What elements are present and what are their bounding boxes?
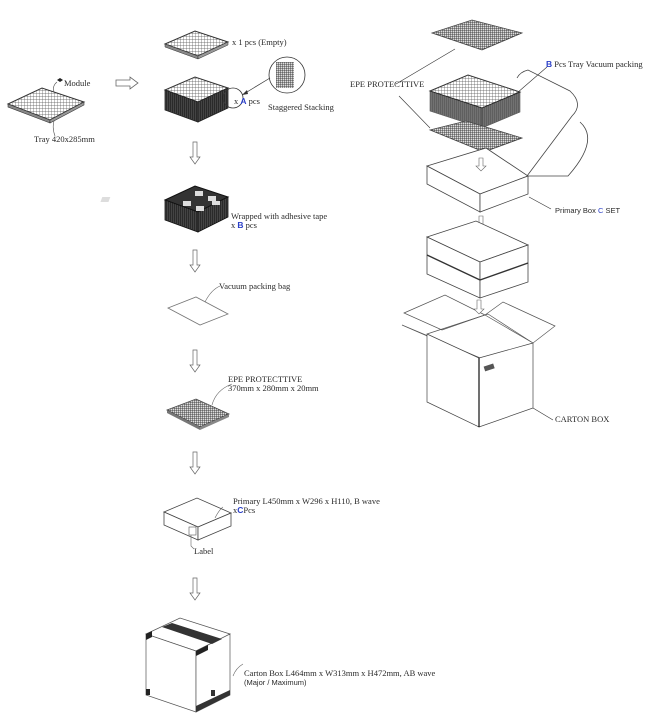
staggered-stacking-detail xyxy=(222,56,306,109)
qty-prefix: x xyxy=(231,220,238,230)
epe-leaders xyxy=(395,48,548,129)
exploded-epe-label: EPE PROTECTTIVE xyxy=(350,79,425,89)
stacked-trays-illustration xyxy=(163,76,230,123)
tray-leader xyxy=(52,120,56,137)
flow-arrow-down xyxy=(189,349,201,373)
epe-sheet-label: EPE PROTECTTIVE 370mm x 280mm x 20mm xyxy=(228,375,319,393)
module-icon xyxy=(53,78,63,93)
carton-box-illustration xyxy=(145,617,244,713)
tray-pack-text: Pcs Tray Vacuum packing xyxy=(552,59,643,69)
primary-box-label: Primary L450mm x W296 x H110, B wave xCP… xyxy=(233,497,380,515)
primary-box-closed-stack xyxy=(425,215,530,299)
epe-title: EPE PROTECTTIVE xyxy=(228,374,303,384)
tray-vacuum-pack-illustration xyxy=(428,74,522,129)
primary-box-illustration xyxy=(162,497,233,550)
carton-box-spec: Carton Box L464mm x W313mm x H472mm, AB … xyxy=(244,668,436,678)
empty-tray-label: x 1 pcs (Empty) xyxy=(232,37,287,47)
flow-arrow-right xyxy=(115,76,139,90)
empty-tray-illustration xyxy=(163,30,230,60)
qty-suffix: Pcs xyxy=(243,505,256,515)
module-label: Module xyxy=(64,78,91,88)
taped-stack-illustration xyxy=(100,185,230,233)
carton-box-spec-label: Carton Box L464mm x W313mm x H472mm, AB … xyxy=(244,668,436,688)
flow-arrow-down xyxy=(189,141,201,165)
variable-a: A xyxy=(240,96,247,106)
variable-b: B xyxy=(237,220,244,230)
primary-box-set-suffix: SET xyxy=(603,206,621,215)
primary-box-spec: Primary L450mm x W296 x H110, B wave xyxy=(233,496,380,506)
primary-box-open-illustration xyxy=(425,69,588,213)
epe-bottom-sheet xyxy=(428,120,524,153)
tray-vacuum-pack-label: B Pcs Tray Vacuum packing xyxy=(546,60,643,69)
taped-stack-qty: x B pcs xyxy=(231,221,327,230)
carton-box-open-illustration xyxy=(401,294,556,428)
flow-arrow-down xyxy=(189,451,201,475)
label-callout: Label xyxy=(194,546,214,556)
qty-suffix: pcs xyxy=(246,96,260,106)
tray-illustration xyxy=(6,87,86,124)
qty-suffix: pcs xyxy=(243,220,257,230)
variable-b: B xyxy=(546,59,553,69)
carton-box-note: (Major / Maximum) xyxy=(244,678,307,687)
qty-prefix: x xyxy=(233,505,238,515)
epe-dimensions: 370mm x 280mm x 20mm xyxy=(228,383,319,393)
epe-sheet-illustration xyxy=(166,383,233,430)
flow-arrow-down xyxy=(189,577,201,601)
epe-top-sheet xyxy=(430,19,524,51)
variable-c: C xyxy=(237,505,244,515)
primary-box-set-prefix: Primary Box xyxy=(555,206,598,215)
staggered-stacking-label: Staggered Stacking xyxy=(268,102,334,112)
vacuum-bag-illustration xyxy=(167,285,229,326)
primary-box-set-label: Primary Box C SET xyxy=(555,206,620,215)
vacuum-bag-label: Vacuum packing bag xyxy=(219,281,291,291)
taped-stack-label: Wrapped with adhesive tape x B pcs xyxy=(231,212,327,230)
taped-stack-desc: Wrapped with adhesive tape xyxy=(231,211,328,221)
qty-prefix: x xyxy=(234,96,241,106)
primary-box-qty: xCPcs xyxy=(233,506,380,515)
carton-box-label: CARTON BOX xyxy=(555,414,610,424)
tray-label: Tray 420x285mm xyxy=(34,134,95,144)
flow-arrow-down xyxy=(189,249,201,273)
variable-c: C xyxy=(597,206,604,215)
stacked-trays-label: x A pcs xyxy=(234,97,260,106)
